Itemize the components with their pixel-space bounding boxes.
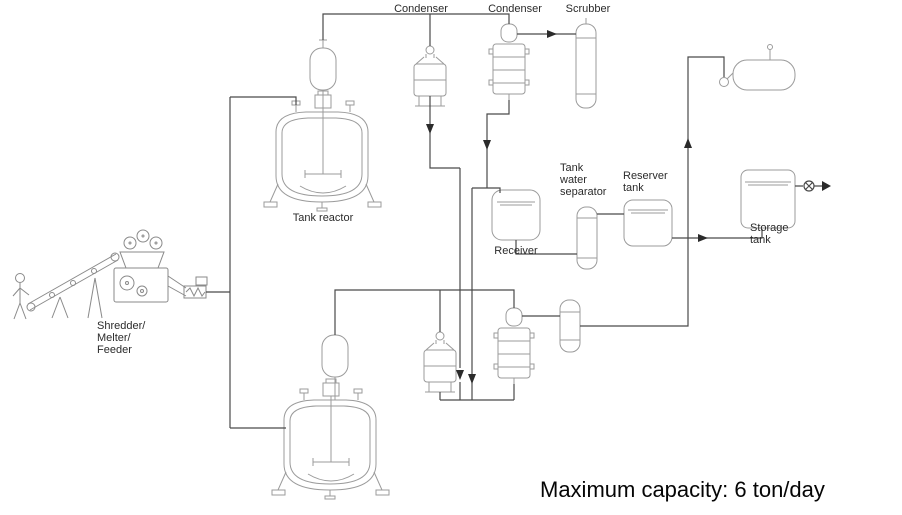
person-figure bbox=[12, 273, 30, 320]
flow-arrows bbox=[426, 30, 708, 384]
tank-reactor-bottom bbox=[271, 378, 390, 500]
tank-water-separator-label: Tank water separator bbox=[560, 162, 607, 198]
reserver-tank-label: Reserver tank bbox=[623, 170, 668, 194]
shredder-melter-feeder-machine bbox=[113, 229, 187, 303]
expansion-tank-bottom bbox=[321, 334, 349, 400]
reserver-tank-vessel bbox=[623, 199, 673, 247]
maximum-capacity-caption: Maximum capacity: 6 ton/day bbox=[540, 477, 825, 502]
receiver-vessel bbox=[491, 189, 541, 241]
storage-tank-vessel bbox=[740, 169, 796, 229]
receiver-label: Receiver bbox=[494, 245, 538, 257]
condenser-2-column bbox=[488, 23, 530, 101]
expansion-tank-top bbox=[309, 39, 337, 112]
storage-tank-label: Storage tank bbox=[750, 222, 789, 246]
tank-reactor-label: Tank reactor bbox=[292, 212, 354, 224]
vent-tank bbox=[719, 44, 796, 91]
water-separator-column bbox=[576, 206, 598, 270]
tank-reactor-top bbox=[263, 90, 382, 212]
scrubber-label: Scrubber bbox=[565, 3, 611, 15]
scrubber-column bbox=[575, 18, 597, 109]
feeder-screw-pump bbox=[183, 276, 208, 299]
outlet-valve bbox=[795, 180, 831, 192]
inclined-conveyor bbox=[26, 252, 120, 319]
shredder-melter-feeder-label: Shredder/ Melter/ Feeder bbox=[97, 320, 146, 356]
scrubber-2-column bbox=[559, 299, 581, 353]
condenser-2-label: Condenser bbox=[488, 3, 542, 15]
condenser-4-column bbox=[493, 307, 535, 385]
condenser-3-vessel bbox=[423, 331, 457, 393]
condenser-1-label: Condenser bbox=[394, 3, 448, 15]
